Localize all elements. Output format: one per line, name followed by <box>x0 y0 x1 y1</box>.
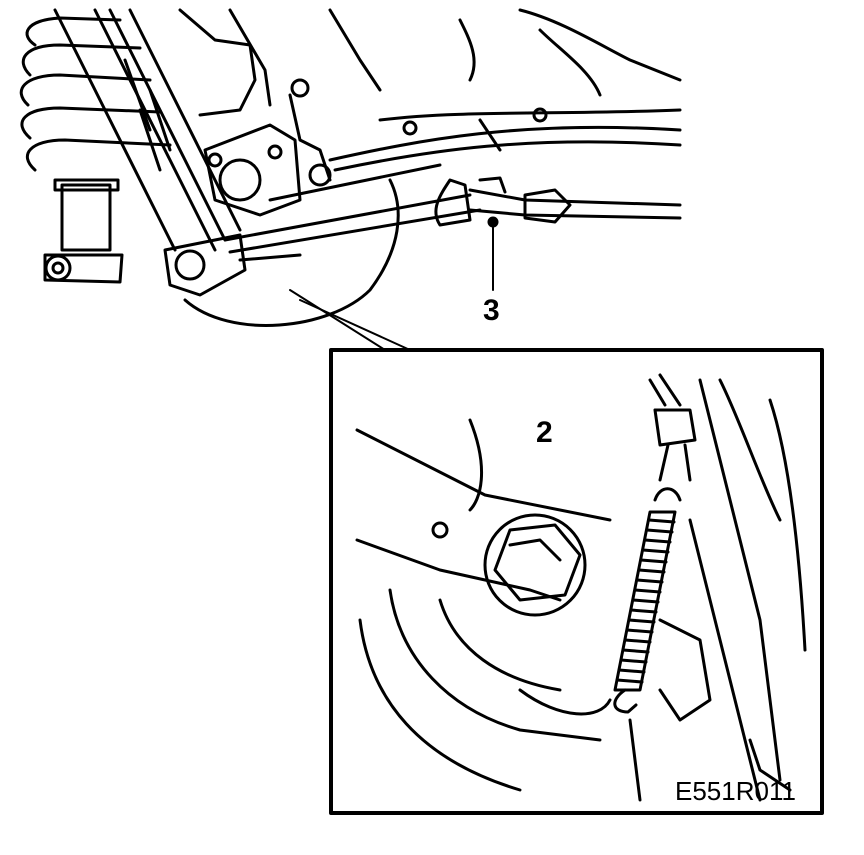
inset-cable <box>648 373 697 482</box>
figure-code: E551R011 <box>675 776 796 806</box>
callout-3-pointer <box>487 216 499 228</box>
return-spring <box>613 487 682 714</box>
parking-brake-cable <box>434 176 682 227</box>
trailing-arm <box>53 8 247 297</box>
inset-arm <box>355 418 612 602</box>
subframe <box>178 8 682 117</box>
inset-hex-bolt <box>483 513 587 617</box>
brake-lines <box>328 107 682 172</box>
callout-2-label: 2 <box>536 416 553 449</box>
mounting-bracket <box>203 78 332 217</box>
inset-right-structure <box>628 378 807 802</box>
shock-absorber <box>43 178 124 284</box>
inset-drum <box>358 588 612 792</box>
brake-drum <box>183 178 400 327</box>
detail-inset <box>329 348 824 815</box>
lower-arm <box>223 163 482 254</box>
overview-view <box>19 8 682 327</box>
callout-3-label: 3 <box>483 294 500 327</box>
inset-frame <box>329 348 824 815</box>
